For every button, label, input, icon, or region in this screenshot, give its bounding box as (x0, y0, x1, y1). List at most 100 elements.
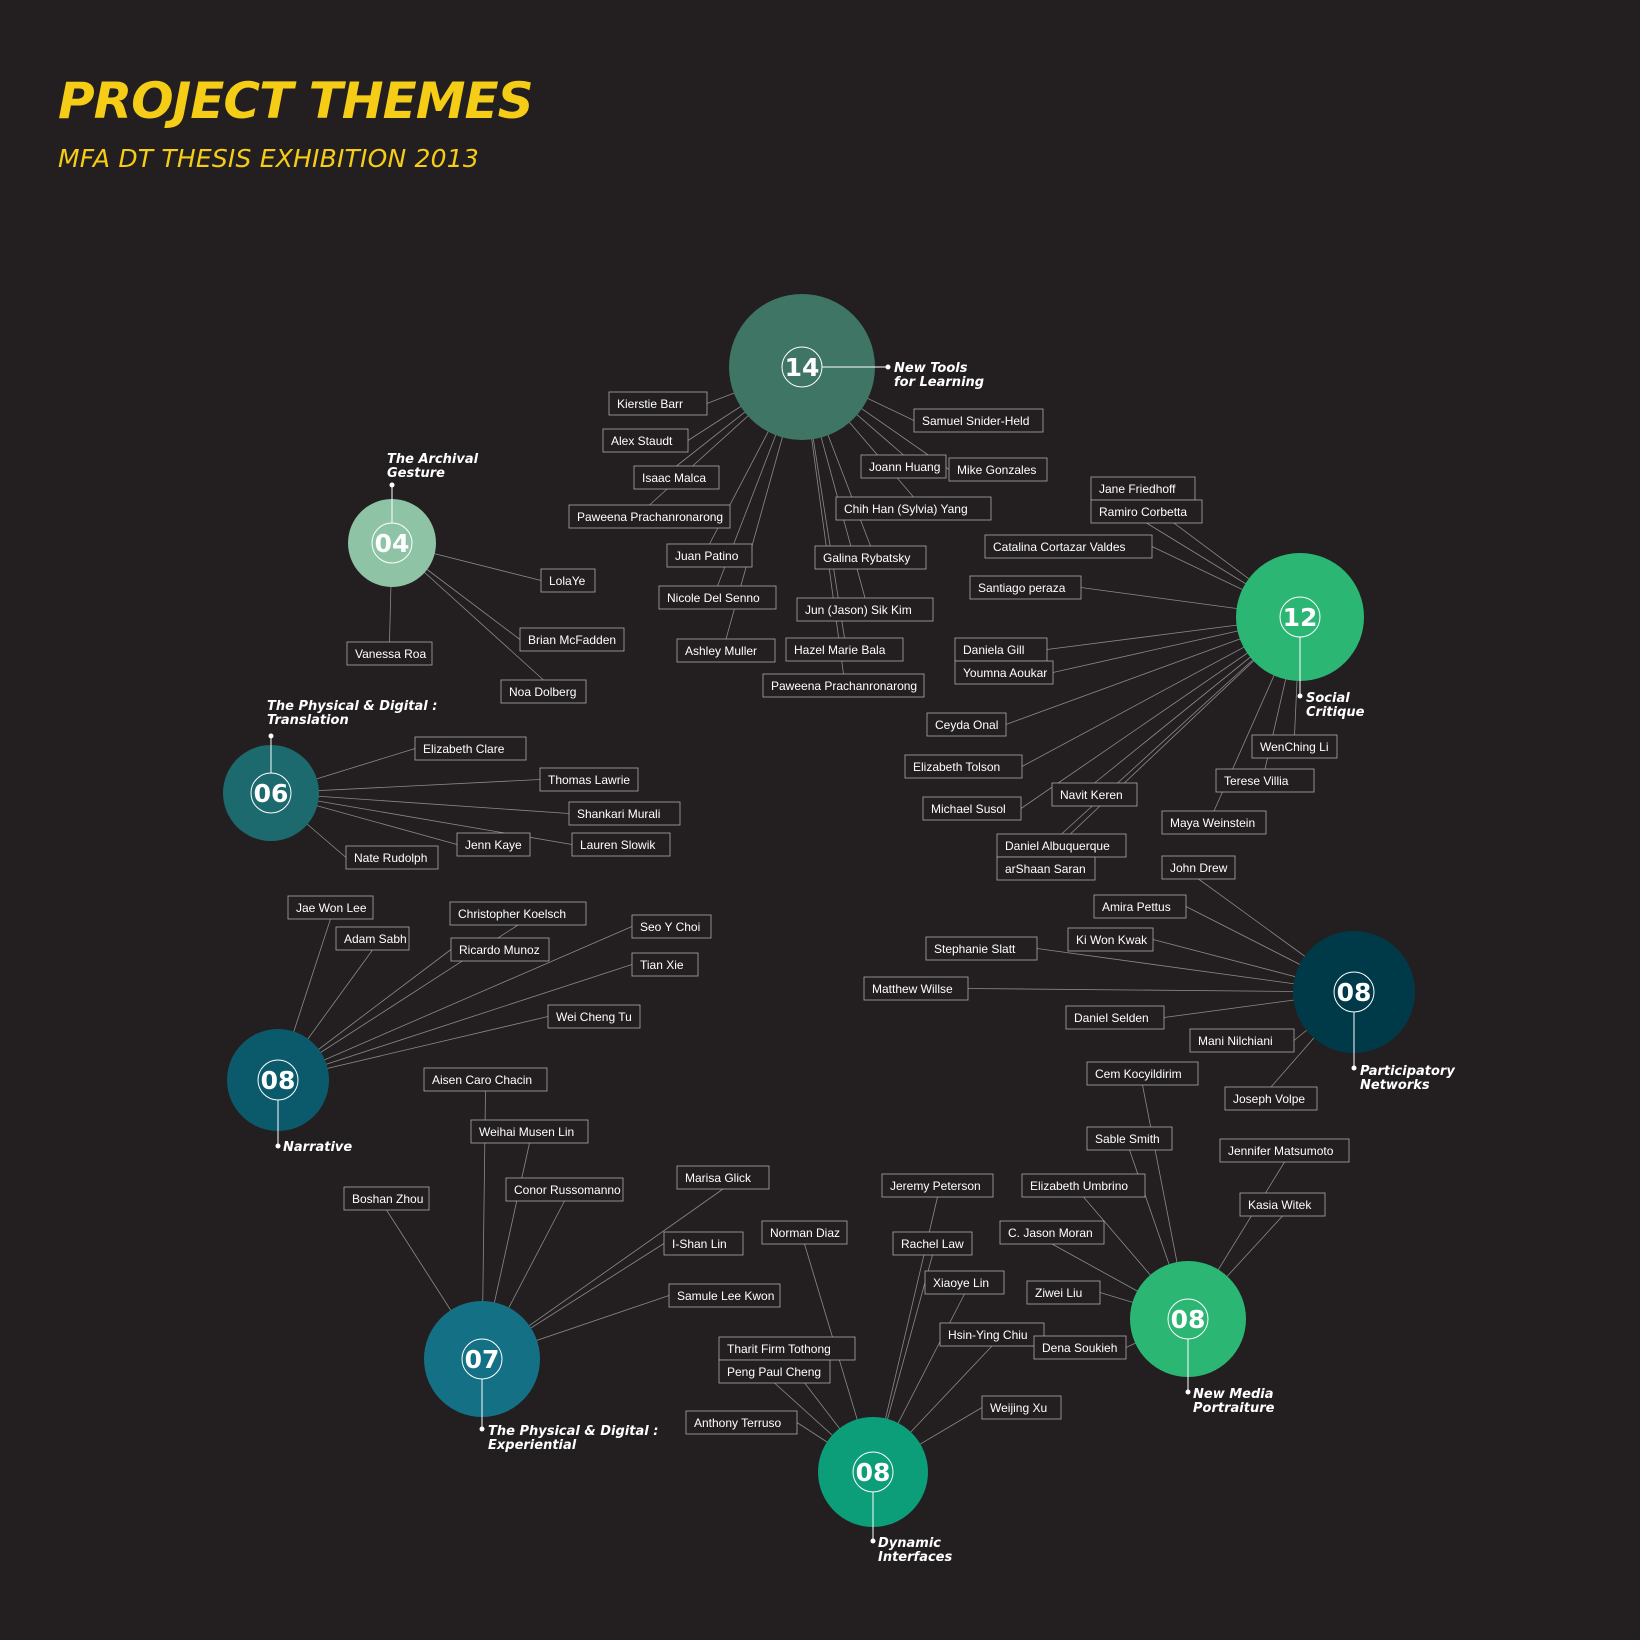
member-name-elizabeth-umbrino[interactable]: Elizabeth Umbrino (1030, 1179, 1128, 1193)
member-name-hsin-ying-chiu[interactable]: Hsin-Ying Chiu (948, 1328, 1028, 1342)
member-name-ki-won-kwak[interactable]: Ki Won Kwak (1076, 933, 1148, 947)
member-name-navit-keren[interactable]: Navit Keren (1060, 788, 1123, 802)
member-name-isaac-malca[interactable]: Isaac Malca (642, 471, 706, 485)
member-name-juan-patino[interactable]: Juan Patino (675, 549, 739, 563)
member-name-ramiro-corbetta[interactable]: Ramiro Corbetta (1099, 505, 1187, 519)
member-name-youmna-aoukar[interactable]: Youmna Aoukar (963, 666, 1047, 680)
member-name-joann-huang[interactable]: Joann Huang (869, 460, 940, 474)
member-name-thomas-lawrie[interactable]: Thomas Lawrie (548, 773, 630, 787)
member-name-catalina-cortazar-valdes[interactable]: Catalina Cortazar Valdes (993, 540, 1126, 554)
member-name-alex-staudt[interactable]: Alex Staudt (611, 434, 673, 448)
member-name-boshan-zhou[interactable]: Boshan Zhou (352, 1192, 423, 1206)
member-box (954, 660, 1054, 685)
member-name-chih-han-sylvia-yang[interactable]: Chih Han (Sylvia) Yang (844, 502, 968, 516)
member-name-ricardo-munoz[interactable]: Ricardo Munoz (459, 943, 540, 957)
member-name-hazel-marie-bala[interactable]: Hazel Marie Bala (794, 643, 886, 657)
theme-circle-physical-digital-translation[interactable] (223, 745, 319, 841)
member-name-jenn-kaye[interactable]: Jenn Kaye (465, 838, 522, 852)
theme-circle-physical-digital-experiential[interactable] (424, 1301, 540, 1417)
theme-circle-participatory-networks[interactable] (1293, 931, 1415, 1053)
member-name-brian-mcfadden[interactable]: Brian McFadden (528, 633, 616, 647)
member-name-tian-xie[interactable]: Tian Xie (640, 958, 684, 972)
member-name-i-shan-lin[interactable]: I-Shan Lin (672, 1237, 727, 1251)
member-name-seo-y-choi[interactable]: Seo Y Choi (640, 920, 700, 934)
member-name-stephanie-slatt[interactable]: Stephanie Slatt (934, 942, 1016, 956)
member-name-samuel-snider-held[interactable]: Samuel Snider-Held (922, 414, 1029, 428)
member-name-terese-villia[interactable]: Terese Villia (1224, 774, 1289, 788)
member-name-daniela-gill[interactable]: Daniela Gill (963, 643, 1024, 657)
member-name-noa-dolberg[interactable]: Noa Dolberg (509, 685, 576, 699)
member-name-weijing-xu[interactable]: Weijing Xu (990, 1401, 1047, 1415)
theme-circle-social-critique[interactable] (1236, 553, 1364, 681)
member-name-kasia-witek[interactable]: Kasia Witek (1248, 1198, 1312, 1212)
member-name-aisen-caro-chacin[interactable]: Aisen Caro Chacin (432, 1073, 532, 1087)
member-name-kierstie-barr[interactable]: Kierstie Barr (617, 397, 683, 411)
member-name-marisa-glick[interactable]: Marisa Glick (685, 1171, 752, 1185)
member-name-sable-smith[interactable]: Sable Smith (1095, 1132, 1160, 1146)
member-name-jeremy-peterson[interactable]: Jeremy Peterson (890, 1179, 981, 1193)
member-name-conor-russomanno[interactable]: Conor Russomanno (514, 1183, 621, 1197)
member-name-ashley-muller[interactable]: Ashley Muller (685, 644, 757, 658)
member-name-lauren-slowik[interactable]: Lauren Slowik (580, 838, 656, 852)
member-name-c-jason-moran[interactable]: C. Jason Moran (1008, 1226, 1093, 1240)
member-name-dena-soukieh[interactable]: Dena Soukieh (1042, 1341, 1117, 1355)
member-name-wenching-li[interactable]: WenChing Li (1260, 740, 1328, 754)
member-box (1161, 855, 1236, 880)
member-name-christopher-koelsch[interactable]: Christopher Koelsch (458, 907, 566, 921)
theme-circle-dynamic-interfaces[interactable] (818, 1417, 928, 1527)
member-box (540, 568, 596, 593)
member-name-lolaye[interactable]: LolaYe (549, 574, 586, 588)
member-name-mani-nilchiani[interactable]: Mani Nilchiani (1198, 1034, 1273, 1048)
member-name-nicole-del-senno[interactable]: Nicole Del Senno (667, 591, 760, 605)
member-name-weihai-musen-lin[interactable]: Weihai Musen Lin (479, 1125, 574, 1139)
member-name-arshaan-saran[interactable]: arShaan Saran (1005, 862, 1086, 876)
member-name-vanessa-roa[interactable]: Vanessa Roa (355, 647, 426, 661)
member-box (335, 926, 410, 951)
member-box (999, 1220, 1105, 1245)
member-name-ziwei-liu[interactable]: Ziwei Liu (1035, 1286, 1082, 1300)
member-name-cem-kocyildirim[interactable]: Cem Kocyildirim (1095, 1067, 1182, 1081)
member-name-peng-paul-cheng[interactable]: Peng Paul Cheng (727, 1365, 821, 1379)
member-name-ceyda-onal[interactable]: Ceyda Onal (935, 718, 998, 732)
member-name-amira-pettus[interactable]: Amira Pettus (1102, 900, 1171, 914)
theme-circle-archival-gesture[interactable] (348, 499, 436, 587)
member-name-santiago-peraza[interactable]: Santiago peraza (978, 581, 1066, 595)
member-name-norman-diaz[interactable]: Norman Diaz (770, 1226, 840, 1240)
member-box (924, 1270, 1005, 1295)
member-name-xiaoye-lin[interactable]: Xiaoye Lin (933, 1276, 989, 1290)
member-name-jane-friedhoff[interactable]: Jane Friedhoff (1099, 482, 1176, 496)
theme-circle-new-tools[interactable] (729, 294, 875, 440)
member-name-jun-jason-sik-kim[interactable]: Jun (Jason) Sik Kim (805, 603, 912, 617)
member-name-john-drew[interactable]: John Drew (1170, 861, 1228, 875)
member-box (470, 1119, 589, 1144)
connector-line (277, 926, 633, 1081)
member-name-matthew-willse[interactable]: Matthew Willse (872, 982, 953, 996)
member-name-adam-sabh[interactable]: Adam Sabh (344, 932, 407, 946)
member-name-shankari-murali[interactable]: Shankari Murali (577, 807, 660, 821)
theme-circle-new-media-portraiture[interactable] (1130, 1261, 1246, 1377)
member-name-paweena-prachanronarong[interactable]: Paweena Prachanronarong (577, 510, 723, 524)
member-name-galina-rybatsky[interactable]: Galina Rybatsky (823, 551, 910, 565)
theme-circle-narrative[interactable] (227, 1029, 329, 1131)
member-name-jennifer-matsumoto[interactable]: Jennifer Matsumoto (1228, 1144, 1334, 1158)
member-name-anthony-terruso[interactable]: Anthony Terruso (694, 1416, 781, 1430)
member-name-paweena-prachanronarong[interactable]: Paweena Prachanronarong (771, 679, 917, 693)
member-name-maya-weinstein[interactable]: Maya Weinstein (1170, 816, 1255, 830)
member-name-daniel-selden[interactable]: Daniel Selden (1074, 1011, 1149, 1025)
member-name-joseph-volpe[interactable]: Joseph Volpe (1233, 1092, 1305, 1106)
member-name-jae-won-lee[interactable]: Jae Won Lee (296, 901, 367, 915)
member-name-elizabeth-clare[interactable]: Elizabeth Clare (423, 742, 505, 756)
member-name-michael-susol[interactable]: Michael Susol (931, 802, 1006, 816)
member-name-rachel-law[interactable]: Rachel Law (901, 1237, 964, 1251)
member-box (1065, 1005, 1165, 1030)
member-name-samule-lee-kwon[interactable]: Samule Lee Kwon (677, 1289, 774, 1303)
member-name-elizabeth-tolson[interactable]: Elizabeth Tolson (913, 760, 1000, 774)
member-box (762, 673, 925, 698)
member-box (631, 952, 699, 977)
member-name-wei-cheng-tu[interactable]: Wei Cheng Tu (556, 1010, 632, 1024)
member-name-daniel-albuquerque[interactable]: Daniel Albuquerque (1005, 839, 1110, 853)
member-name-nate-rudolph[interactable]: Nate Rudolph (354, 851, 427, 865)
member-name-mike-gonzales[interactable]: Mike Gonzales (957, 463, 1036, 477)
member-name-tharit-firm-tothong[interactable]: Tharit Firm Tothong (727, 1342, 831, 1356)
